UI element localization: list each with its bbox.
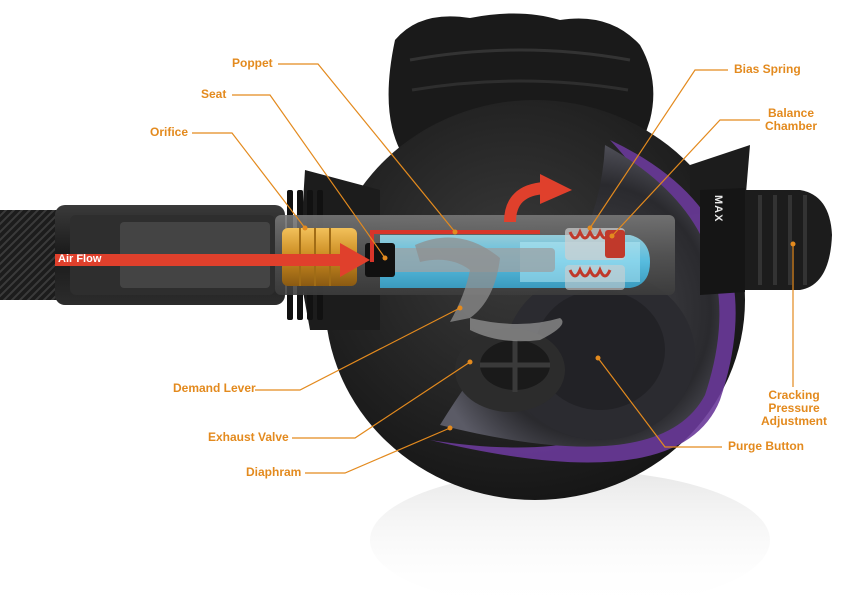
label-orifice: Orifice bbox=[150, 125, 189, 139]
label-demand-lever: Demand Lever bbox=[173, 381, 256, 395]
brand-mark: MAX bbox=[712, 195, 724, 223]
air-flow-label: Air Flow bbox=[58, 253, 102, 265]
label-seat: Seat bbox=[201, 87, 227, 101]
label-cracking-pressure: Cracking Pressure Adjustment bbox=[761, 388, 827, 428]
callout-dots bbox=[302, 225, 796, 431]
label-purge-button: Purge Button bbox=[728, 439, 804, 453]
label-poppet: Poppet bbox=[232, 56, 273, 70]
callout-leaders bbox=[192, 63, 794, 474]
floor-reflection bbox=[370, 470, 770, 600]
label-diaphram: Diaphram bbox=[246, 465, 302, 479]
label-balance-chamber: Balance Chamber bbox=[764, 106, 817, 133]
label-bias-spring: Bias Spring bbox=[734, 62, 801, 76]
demand-lever bbox=[415, 237, 500, 322]
cracking-pressure-knob bbox=[700, 188, 832, 295]
bias-spring bbox=[565, 228, 625, 290]
air-flow-arrow bbox=[55, 174, 572, 277]
label-exhaust-valve: Exhaust Valve bbox=[208, 430, 289, 444]
